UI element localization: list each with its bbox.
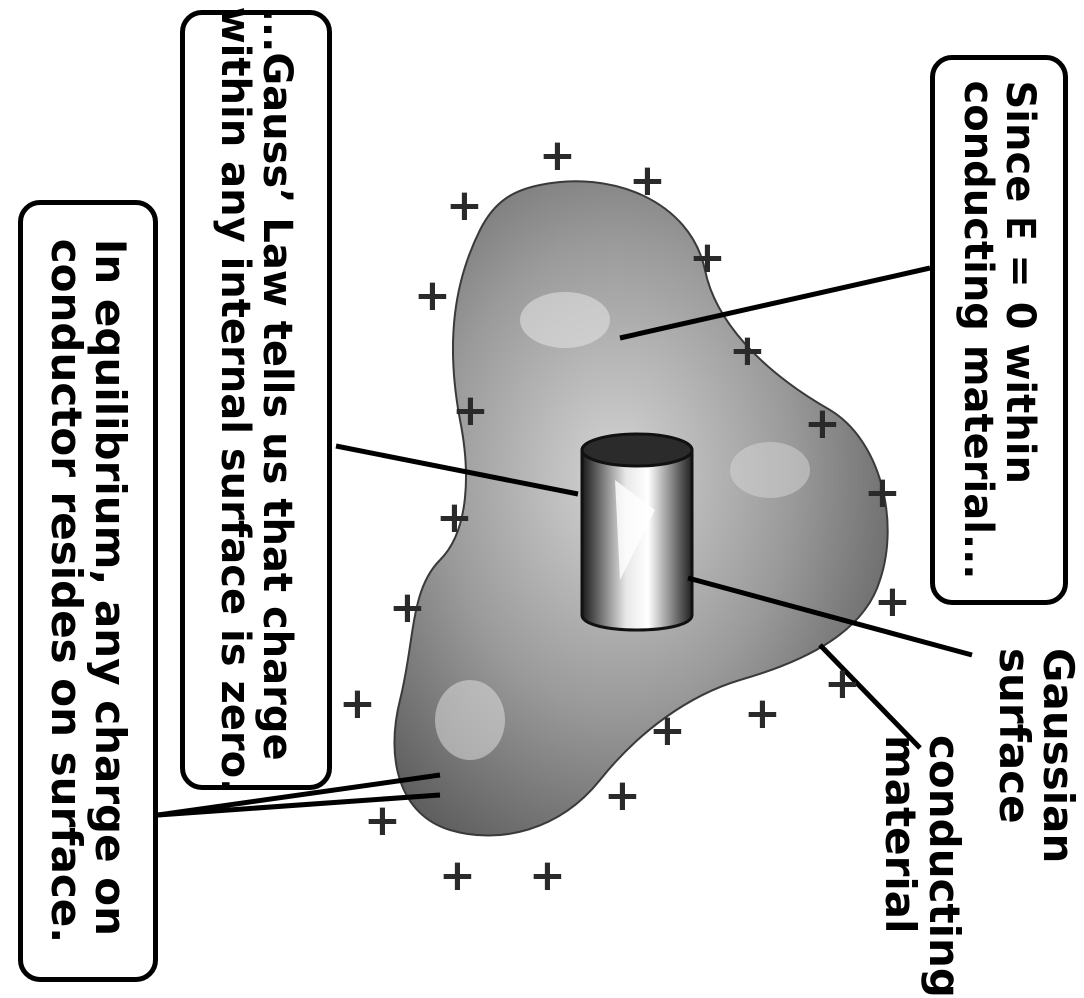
callout-e-zero-line1: Since E = 0 within	[999, 80, 1041, 579]
plus-charge: +	[339, 682, 376, 726]
callout-gauss-law-line1: ...Gauss’ Law tells us that charge	[256, 7, 298, 794]
plus-charge: +	[414, 274, 451, 318]
plus-charge: +	[439, 854, 476, 898]
highlight-upper	[520, 292, 610, 348]
label-gaussian-surface: Gaussian surface	[992, 648, 1080, 863]
callout-e-zero-line2: conducting material...	[957, 80, 999, 579]
plus-charge: +	[744, 692, 781, 736]
plus-charge: +	[689, 236, 726, 280]
electric-field-symbol: E	[997, 216, 1043, 240]
plus-charge: +	[452, 389, 489, 433]
highlight-right	[730, 442, 810, 498]
callout-equilibrium-line1: In equilibrium, any charge on	[88, 239, 132, 943]
plus-charge: +	[729, 329, 766, 373]
highlight-lower	[435, 680, 505, 760]
plus-charge: +	[864, 471, 901, 515]
plus-charge: +	[629, 159, 666, 203]
callout-equilibrium-line2: conductor resides on surface.	[44, 239, 88, 943]
callout-e-zero: Since E = 0 within conducting material..…	[930, 55, 1068, 605]
plus-charge: +	[874, 580, 911, 624]
gaussian-surface-cylinder	[582, 434, 692, 630]
plus-charge: +	[649, 709, 686, 753]
plus-charge: +	[389, 586, 426, 630]
plus-charge: +	[539, 134, 576, 178]
label-conducting-material: conducting material	[878, 735, 966, 998]
plus-charge: +	[604, 774, 641, 818]
callout-gauss-law: ...Gauss’ Law tells us that charge withi…	[180, 10, 332, 790]
plus-charge: +	[804, 402, 841, 446]
callout-gauss-law-line2: within any internal surface is zero.	[214, 7, 256, 794]
plus-charge: +	[364, 799, 401, 843]
plus-charge: +	[436, 496, 473, 540]
plus-charge: +	[824, 662, 861, 706]
callout-equilibrium: In equilibrium, any charge on conductor …	[18, 200, 158, 982]
plus-charge: +	[446, 184, 483, 228]
plus-charge: +	[529, 854, 566, 898]
